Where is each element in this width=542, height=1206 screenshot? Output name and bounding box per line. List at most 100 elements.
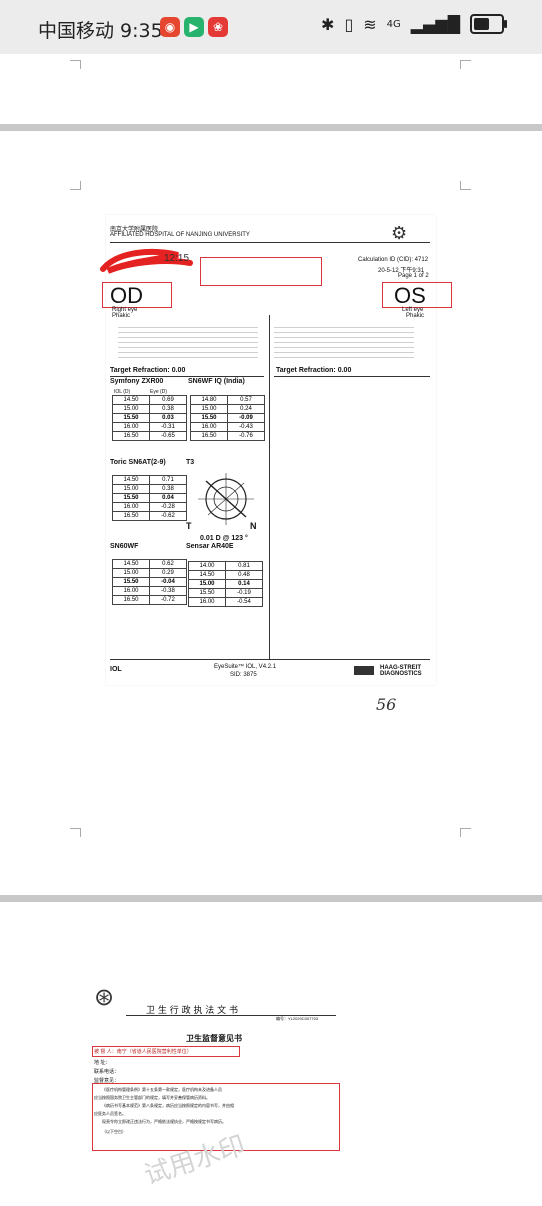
od-box bbox=[102, 282, 172, 308]
page-corner bbox=[70, 181, 81, 190]
biometry-left bbox=[274, 323, 414, 361]
opinion-box bbox=[92, 1083, 340, 1151]
iol-report-image[interactable]: 南京大学附属医院 AFFILIATED HOSPITAL OF NANJING … bbox=[100, 215, 452, 714]
table-cell: 0.24 bbox=[227, 404, 265, 414]
table-cell: 0.29 bbox=[149, 568, 187, 578]
table-cell: 0.62 bbox=[149, 559, 187, 569]
table-cell: 14.50 bbox=[112, 475, 150, 485]
lens-name: Sensar AR40E bbox=[186, 543, 234, 550]
target-refraction-left: Target Refraction: 0.00 bbox=[276, 367, 352, 374]
calc-id: Calculation ID (CID): 4712 bbox=[358, 257, 429, 263]
notification-icons: ◉ ▶ ❀ bbox=[160, 17, 228, 37]
table-row: 16.00-0.38 bbox=[112, 586, 187, 596]
table-cell: -0.43 bbox=[227, 422, 265, 432]
od-label: OD bbox=[110, 283, 143, 308]
lens-name: SN60WF bbox=[110, 543, 139, 550]
redaction-scribble bbox=[100, 248, 193, 274]
opinion-line: 应当按照国务院卫生主管部门的规定，填写并妥善保管病历资料。 bbox=[94, 1095, 210, 1100]
table-row: 16.50-0.76 bbox=[190, 431, 265, 441]
bluetooth-icon: ✱ bbox=[321, 14, 335, 34]
biometry-right bbox=[118, 323, 258, 361]
table-cell: 0.48 bbox=[225, 570, 263, 580]
table-row: 16.00-0.28 bbox=[112, 502, 187, 512]
table-cell: 15.50 bbox=[112, 413, 150, 423]
header-rule bbox=[126, 1015, 336, 1016]
table-cell: 14.50 bbox=[188, 570, 226, 580]
table-cell: -0.62 bbox=[149, 511, 187, 521]
table-cell: 15.00 bbox=[190, 404, 228, 414]
opinion-label: 监督意见： bbox=[94, 1078, 120, 1084]
system-indicators: ✱ ▯ ≋ 4G ▂▄▆█ bbox=[321, 14, 507, 34]
table-cell: -0.54 bbox=[225, 597, 263, 607]
page-separator bbox=[0, 895, 542, 902]
battery-level bbox=[474, 18, 490, 30]
supervised-party: 被 督 人：南宁（省道人民医院营利性单位） bbox=[94, 1049, 192, 1055]
header-rule bbox=[110, 242, 430, 243]
footer-iol: IOL bbox=[110, 666, 122, 673]
table-row: 16.50-0.65 bbox=[112, 431, 187, 441]
hospital-cn: 南京大学附属医院 bbox=[110, 227, 159, 233]
table-cell: 15.00 bbox=[188, 579, 226, 589]
footer-rule bbox=[110, 659, 430, 660]
table-cell: 15.50 bbox=[112, 577, 150, 587]
signal-icon: ▂▄▆█ bbox=[410, 14, 460, 34]
page-corner bbox=[70, 828, 81, 837]
table-cell: -0.76 bbox=[227, 431, 265, 441]
table-cell: 14.80 bbox=[190, 395, 228, 405]
table-row: 16.00-0.54 bbox=[188, 597, 263, 607]
table-cell: 0.69 bbox=[149, 395, 187, 405]
table-cell: -0.19 bbox=[225, 588, 263, 598]
table-cell: 16.00 bbox=[112, 422, 150, 432]
n-label: N bbox=[250, 521, 257, 531]
table-cell: -0.28 bbox=[149, 502, 187, 512]
video-app-icon: ▶ bbox=[184, 17, 204, 37]
right-eye-label: Right eye bbox=[112, 307, 138, 313]
lens-name: T3 bbox=[186, 459, 195, 466]
weibo-icon: ◉ bbox=[160, 17, 180, 37]
table-cell: -0.31 bbox=[149, 422, 187, 432]
phakic-left: Phakic bbox=[406, 313, 425, 319]
os-box bbox=[382, 282, 452, 308]
table-cell: 15.00 bbox=[112, 568, 150, 578]
network-type: 4G bbox=[386, 18, 401, 30]
opinion-line: 《医疗机构管理条例》第十五条第一款规定，医疗机构未及进备人员 bbox=[102, 1087, 222, 1092]
table-cell: -0.09 bbox=[227, 413, 265, 423]
table-row: 16.00-0.43 bbox=[190, 422, 265, 432]
t-label: T bbox=[186, 521, 192, 531]
table-row: 16.50-0.72 bbox=[112, 595, 187, 605]
table-cell: 15.00 bbox=[112, 404, 150, 414]
footer-version: EyeSuite™ IOL, V4.2.1 bbox=[214, 664, 277, 670]
page-corner bbox=[460, 181, 471, 190]
table-cell: 16.00 bbox=[188, 597, 226, 607]
lens-name: Symfony ZXR00 bbox=[110, 378, 164, 385]
table-cell: 15.50 bbox=[112, 493, 150, 503]
redaction-box bbox=[92, 1046, 240, 1057]
column-header: Eye (D) bbox=[150, 389, 167, 395]
residual-astigmatism: 0.01 D @ 123 ° bbox=[200, 535, 248, 542]
table-cell: 15.50 bbox=[190, 413, 228, 423]
table-cell: 16.50 bbox=[112, 511, 150, 521]
page-top-partial bbox=[0, 54, 542, 124]
opinion-line: 现责令你立即改正违法行为，严格依法规执业，严格按规定书写病历。 bbox=[102, 1119, 226, 1124]
table-cell: 0.04 bbox=[149, 493, 187, 503]
table-row: 15.50-0.04 bbox=[112, 577, 187, 587]
doc-title: 卫生监督意见书 bbox=[186, 1033, 242, 1043]
column-divider bbox=[269, 315, 270, 660]
battery-icon bbox=[470, 14, 507, 34]
huawei-app-icon: ❀ bbox=[208, 17, 228, 37]
supervision-doc-image[interactable]: ⊛ 卫 生 行 政 执 法 文 书 编号：YL2020C007703 卫生监督意… bbox=[92, 973, 342, 1151]
table-cell: -0.38 bbox=[149, 586, 187, 596]
rule bbox=[110, 376, 264, 377]
table-row: 15.50-0.19 bbox=[188, 588, 263, 598]
carrier-time: 中国移动 9:35 bbox=[38, 20, 163, 42]
lens-name: SN6WF IQ (India) bbox=[188, 378, 245, 385]
address-label: 地 址： bbox=[94, 1060, 111, 1066]
page-corner bbox=[70, 60, 81, 69]
